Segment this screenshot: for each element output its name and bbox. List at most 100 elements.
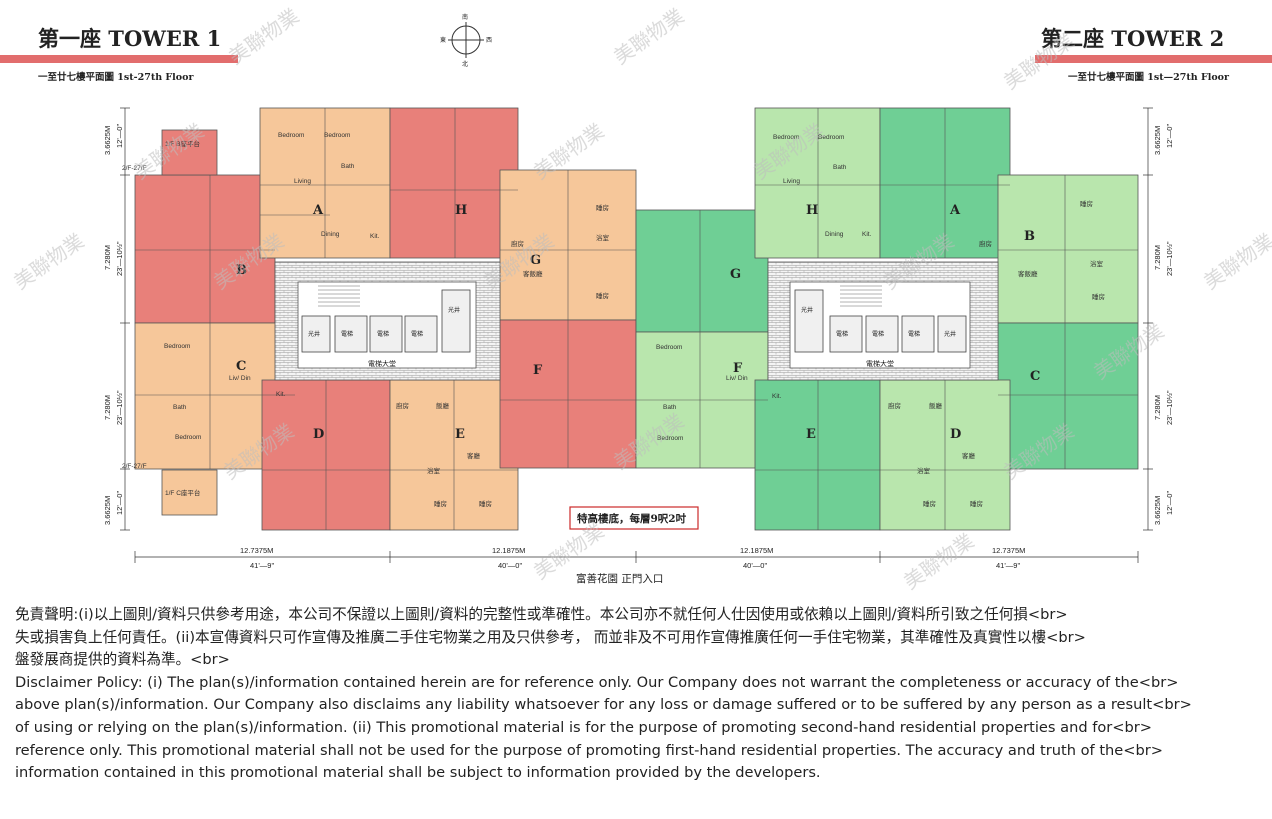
- compass-rose: 南 東 西 北: [440, 13, 492, 68]
- room-kitchen-d-t2: 廚房: [888, 401, 901, 410]
- dim-bottom-1: 12.7375M: [240, 546, 273, 555]
- room-living-d-t2: 客廳: [962, 451, 976, 460]
- dim-side-left-1: 3.6625M: [103, 126, 112, 155]
- disclaimer-zh-line-3: 盤發展商提供的資料為準。<br>: [15, 651, 230, 669]
- room-sleep-d-t2: 睡房: [923, 499, 936, 508]
- unit-b-t1: [134, 174, 276, 324]
- dim-side-left-ft-4: 12'—0": [115, 491, 124, 515]
- disclaimer-en-line-5: information contained in this promotiona…: [15, 764, 821, 782]
- unit-letter-f-t2: F: [733, 361, 743, 376]
- header-bar-tower1: [0, 55, 238, 63]
- room-kitchen-b-t2: 廚房: [979, 239, 992, 248]
- dim-side-left-ft-3: 23'—10½": [115, 390, 124, 425]
- tower2-title: 第二座 TOWER 2: [1041, 26, 1224, 51]
- watermark: 美聯物業: [224, 4, 303, 70]
- lift-label-t2b: 電梯: [872, 330, 884, 338]
- lift-t2-2: [865, 315, 899, 353]
- unit-b-t2: [997, 174, 1139, 324]
- tower1-floor-caption: 一至廿七樓平面圖 1st-27th Floor: [38, 71, 194, 83]
- tower1-title: 第一座 TOWER 1: [38, 26, 221, 51]
- watermark: 美聯物業: [899, 529, 978, 595]
- watermark: 美聯物業: [609, 4, 688, 70]
- room-kit-h-t2: Kit.: [862, 231, 872, 238]
- platform-b-t1: [161, 129, 218, 176]
- floors-label-c: 2/F-27/F: [122, 463, 147, 470]
- dim-side-left-ft-1: 12'—0": [115, 124, 124, 148]
- room-bath-c-t1: Bath: [173, 404, 187, 411]
- unit-letter-c-t2: C: [1030, 369, 1040, 384]
- room-bedroom-f-t2: Bedroom: [656, 344, 682, 351]
- room-sleep-g2-t1: 睡房: [596, 291, 609, 300]
- unit-letter-e-t1: E: [455, 427, 465, 442]
- unit-h-t1: [389, 107, 519, 259]
- room-kitchen-e-t1: 廚房: [396, 401, 409, 410]
- tower2-floor-caption: 一至廿七樓平面圖 1st—27th Floor: [1068, 71, 1230, 83]
- unit-letter-f-t1: F: [533, 363, 543, 378]
- compass-east: 西: [486, 37, 492, 44]
- room-bath-g-t1: 浴室: [596, 233, 610, 242]
- disclaimer: 免責聲明:(i)以上圖則/資料只供參考用途，本公司不保證以上圖則/資料的完整性或…: [15, 604, 1265, 785]
- lift-t2-1: [829, 315, 863, 353]
- lift-label-t1: 電梯: [341, 330, 353, 338]
- room-sleep-b2-t2: 睡房: [1092, 292, 1105, 301]
- unit-g-t2: [635, 209, 769, 333]
- room-kit-a-t1: Kit.: [370, 233, 380, 240]
- room-living-a-t1: Living: [294, 178, 311, 185]
- lift-t1-2: [369, 315, 403, 353]
- shaft-label-t1b: 光井: [448, 306, 460, 314]
- dim-side-right-ft-3: 23'—10½": [1165, 390, 1174, 425]
- platform-c-t1: [161, 469, 218, 516]
- room-bedroom-a-t1: Bedroom: [278, 132, 304, 139]
- room-sleep-e-t1: 睡房: [434, 499, 447, 508]
- compass-north: 南: [462, 13, 468, 21]
- room-bath-a-t1: Bath: [341, 163, 355, 170]
- room-bath-b-t2: 浴室: [1090, 259, 1104, 268]
- room-dining-a-t1: Dining: [321, 231, 340, 238]
- dim-side-right-ft-1: 12'—0": [1165, 124, 1174, 148]
- disclaimer-zh-line-1: 免責聲明:(i)以上圖則/資料只供參考用途，本公司不保證以上圖則/資料的完整性或…: [15, 606, 1068, 623]
- room-bedroom-a2-t1: Bedroom: [324, 132, 350, 139]
- special-floor-box: [569, 506, 699, 530]
- lift-label-t2: 電梯: [836, 330, 848, 338]
- dim-bottom-3: 12.1875M: [740, 546, 773, 555]
- room-bedroom-h2-t2: Bedroom: [818, 134, 844, 141]
- lift-label-t2c: 電梯: [908, 330, 920, 338]
- dim-side-left-3: 7.280M: [103, 395, 112, 420]
- lift-label-t1b: 電梯: [377, 330, 389, 338]
- room-livdin-b-t2: 客飯廳: [1018, 269, 1038, 278]
- unit-letter-a-t1: A: [312, 203, 324, 218]
- dim-side-right-2: 7.280M: [1153, 245, 1162, 270]
- unit-letter-d-t2: D: [950, 427, 961, 442]
- shaft-label-t2b: 光井: [944, 330, 956, 338]
- floors-label-b: 2/F-27/F: [122, 165, 147, 172]
- room-bath-f-t2: Bath: [663, 404, 677, 411]
- disclaimer-zh-line-2: 失或損害負上任何責任。(ii)本宣傳資料只可作宣傳及推廣二手住宅物業之用及只供參…: [15, 628, 1086, 646]
- room-bath-h-t2: Bath: [833, 164, 847, 171]
- compass-south: 北: [462, 60, 468, 68]
- room-sleep-d2-t2: 睡房: [970, 499, 983, 508]
- unit-letter-d-t1: D: [313, 427, 324, 442]
- unit-letter-b-t1: B: [236, 263, 247, 278]
- watermark: 美聯物業: [1199, 229, 1272, 295]
- lift-t1-3: [404, 315, 438, 353]
- dim-side-right-4: 3.6625M: [1153, 496, 1162, 525]
- dim-side-left-2: 7.280M: [103, 245, 112, 270]
- disclaimer-en-line-4: reference only. This promotional materia…: [15, 741, 1163, 759]
- special-floor-note: 特高樓底，每層9呎2吋: [577, 512, 687, 525]
- room-bath-e-t1: 浴室: [427, 466, 441, 475]
- header-bar-tower2: [1035, 55, 1272, 63]
- disclaimer-en-line-3: of using or relying on the plan(s)/infor…: [15, 718, 1153, 736]
- room-kitchen-g-t1: 廚房: [511, 239, 524, 248]
- unit-letter-b-t2: B: [1024, 229, 1035, 244]
- watermark: 美聯物業: [9, 229, 88, 295]
- unit-e-t2: [754, 379, 881, 531]
- disclaimer-en-line-2: above plan(s)/information. Our Company a…: [15, 696, 1192, 714]
- dim-bottom-ft-4: 41'—9": [996, 561, 1020, 570]
- room-livdin-c-t1: Liv/ Din: [229, 375, 251, 382]
- shaft-t2-right: [937, 315, 967, 353]
- dim-side-right-ft-4: 12'—0": [1165, 491, 1174, 515]
- shaft-t1-right: [441, 289, 471, 353]
- unit-letter-c-t1: C: [236, 359, 246, 374]
- room-dining-e-t1: 飯廳: [436, 401, 450, 410]
- dim-side-right-3: 7.280M: [1153, 395, 1162, 420]
